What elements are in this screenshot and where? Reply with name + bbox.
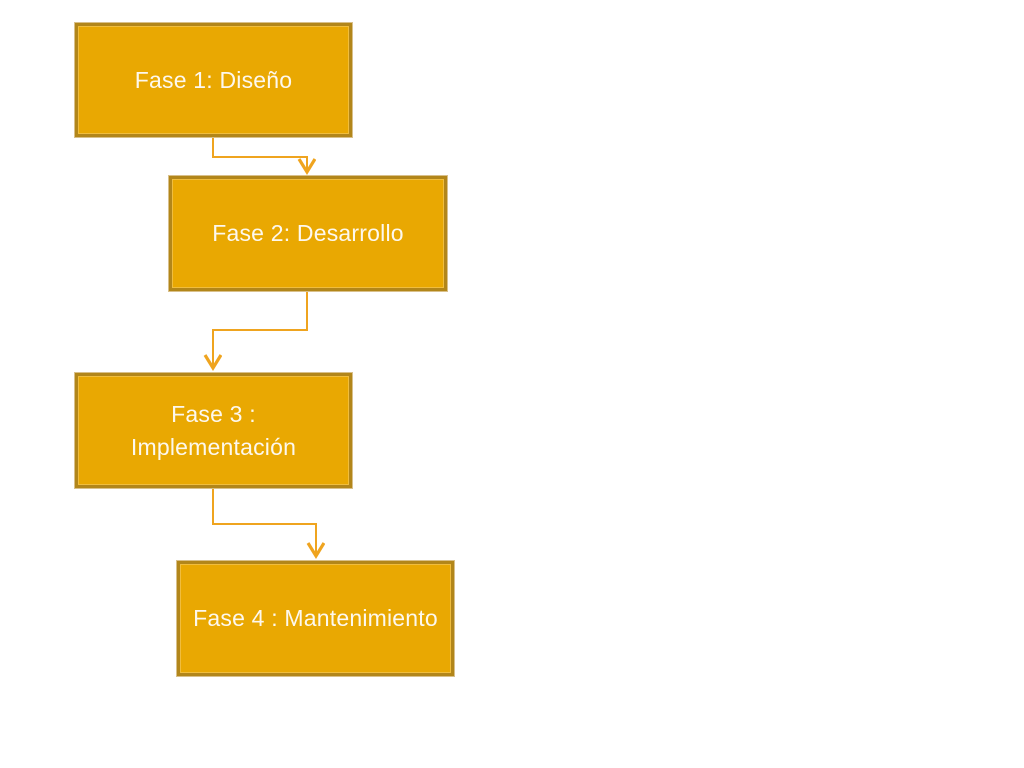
flow-node-fase-2-label: Fase 2: Desarrollo	[212, 220, 404, 247]
flow-node-fase-3-label: Fase 3 : Implementación	[130, 401, 297, 460]
connector-fase2-fase3	[213, 292, 308, 367]
flow-node-fase-1: Fase 1: Diseño	[75, 23, 352, 137]
flow-node-fase-1-label: Fase 1: Diseño	[134, 66, 293, 93]
connector-fase1-fase2	[212, 138, 307, 171]
flow-node-fase-3: Fase 3 : Implementación	[75, 373, 352, 488]
flow-node-fase-4: Fase 4 : Mantenimiento	[177, 561, 454, 676]
flow-node-fase-2: Fase 2: Desarrollo	[169, 176, 447, 291]
connector-fase3-fase4	[212, 489, 316, 555]
flow-node-fase-4-label: Fase 4 : Mantenimiento	[193, 605, 438, 632]
